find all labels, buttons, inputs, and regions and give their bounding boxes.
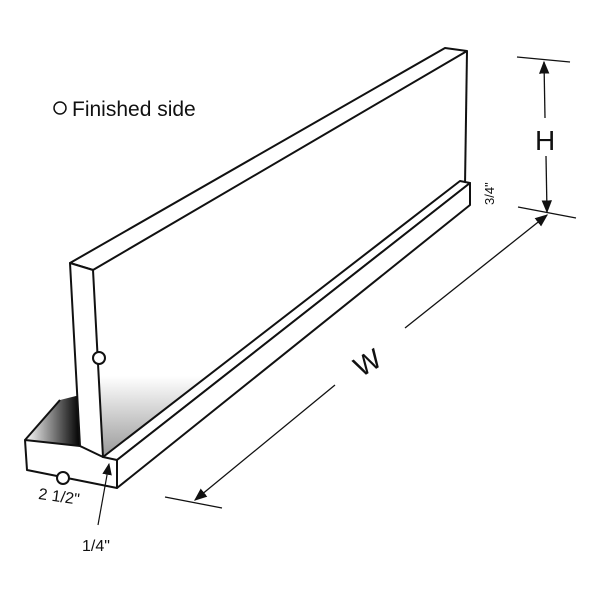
panel-thickness-label: 1/4" (82, 538, 110, 555)
width-label: W (348, 343, 387, 383)
height-label: H (535, 125, 555, 156)
lip-face (116, 182, 471, 489)
finished-side-legend-icon (53, 101, 67, 115)
base-shadow (25, 395, 80, 446)
finished-side-marker-panel (92, 351, 106, 365)
panel-face (93, 52, 467, 457)
base-depth-label: 2 1/2" (37, 486, 80, 509)
width-dimension (164, 214, 549, 509)
lip-height-label: 3/4" (482, 182, 497, 205)
panel-thickness-leader (97, 462, 112, 526)
legend-label: Finished side (72, 98, 196, 121)
part-drawing (24, 47, 471, 489)
finished-side-marker-base (56, 471, 70, 485)
height-dimension (516, 56, 577, 219)
base-back-edge (24, 399, 61, 441)
panel-end-edge (464, 50, 468, 186)
